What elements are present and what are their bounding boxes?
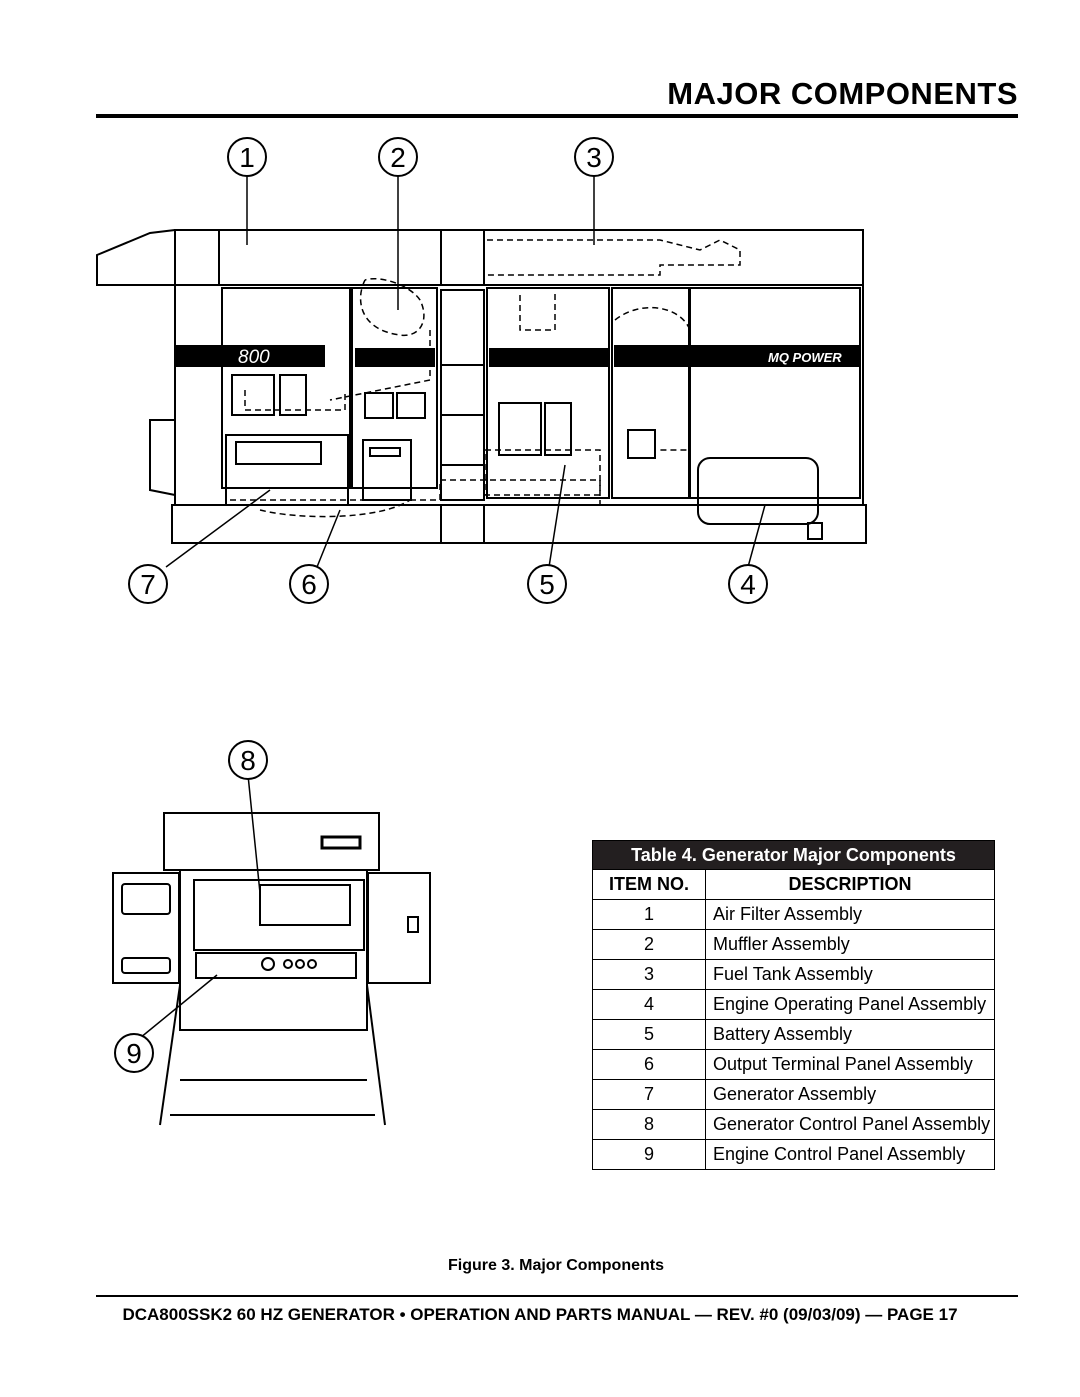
- item-no: 3: [592, 959, 706, 990]
- callout-leaders: [139, 175, 766, 1039]
- callout-2: 2: [390, 142, 406, 173]
- callout-5: 5: [539, 569, 555, 600]
- components-table: Table 4. Generator Major Components ITEM…: [592, 840, 995, 1170]
- table-caption: Table 4. Generator Major Components: [592, 840, 995, 870]
- description: Generator Control Panel Assembly: [705, 1109, 995, 1140]
- callout-8: 8: [240, 745, 256, 776]
- generator-side-view: [96, 229, 867, 544]
- description: Engine Operating Panel Assembly: [705, 989, 995, 1020]
- description: Fuel Tank Assembly: [705, 959, 995, 990]
- description: Air Filter Assembly: [705, 899, 995, 930]
- figure-caption: Figure 3. Major Components: [447, 1257, 664, 1274]
- callout-6: 6: [301, 569, 317, 600]
- header-description: DESCRIPTION: [705, 869, 995, 900]
- item-no: 4: [592, 989, 706, 1020]
- page-title: MAJOR COMPONENTS: [667, 76, 1018, 111]
- callout-7: 7: [140, 569, 156, 600]
- item-no: 1: [592, 899, 706, 930]
- callout-1: 1: [239, 142, 255, 173]
- header-item-no: ITEM NO.: [592, 869, 706, 900]
- description: Output Terminal Panel Assembly: [705, 1049, 995, 1080]
- generator-figure: 800 MQ POWER 1 2 3 4 5 6 7 8 9: [96, 137, 867, 1126]
- description: Engine Control Panel Assembly: [705, 1139, 995, 1170]
- item-no: 7: [592, 1079, 706, 1110]
- item-no: 8: [592, 1109, 706, 1140]
- item-no: 6: [592, 1049, 706, 1080]
- bottom-rule: [96, 1295, 1018, 1297]
- control-panel-front-view: [112, 812, 431, 1126]
- brand-badge: MQ POWER: [768, 350, 842, 365]
- description: Generator Assembly: [705, 1079, 995, 1110]
- description: Muffler Assembly: [705, 929, 995, 960]
- item-no: 2: [592, 929, 706, 960]
- top-rule: [96, 114, 1018, 118]
- callout-3: 3: [586, 142, 602, 173]
- description: Battery Assembly: [705, 1019, 995, 1050]
- item-no: 9: [592, 1139, 706, 1170]
- model-badge: 800: [238, 347, 270, 368]
- page-footer: DCA800SSK2 60 HZ GENERATOR • OPERATION A…: [122, 1305, 958, 1324]
- callout-4: 4: [740, 569, 756, 600]
- item-no: 5: [592, 1019, 706, 1050]
- callout-9: 9: [126, 1038, 142, 1069]
